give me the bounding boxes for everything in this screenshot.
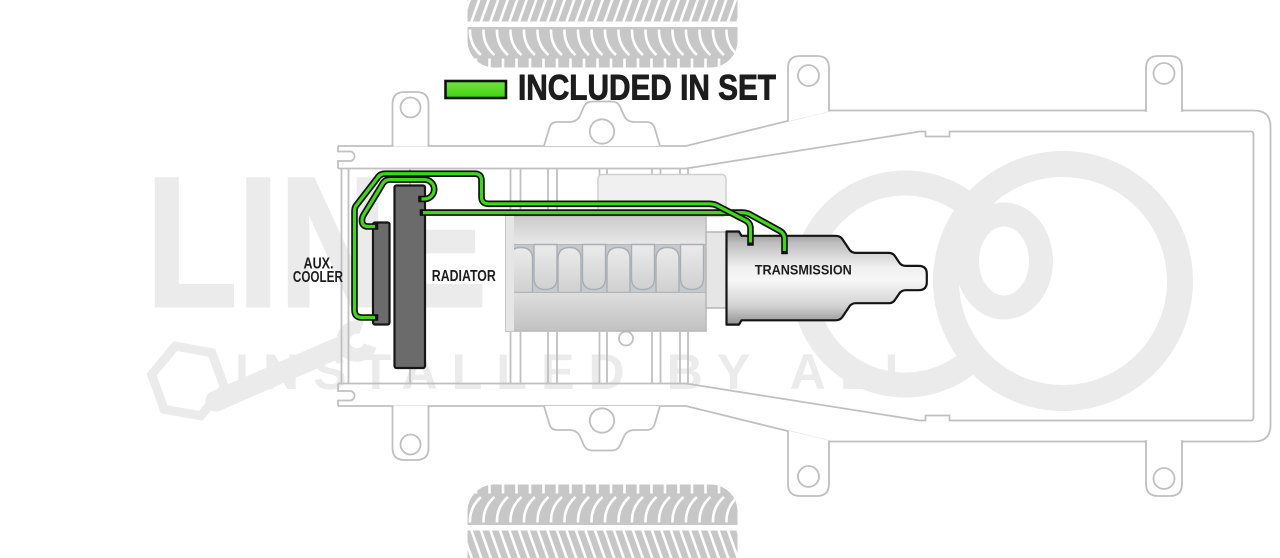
label-aux: AUX. [304,256,334,273]
component-labels: AUX. COOLER RADIATOR TRANSMISSION [293,256,852,286]
front-tire [460,0,771,68]
core-support-panel [426,146,506,211]
transmission-body [725,230,928,326]
engine-front-edge [506,216,514,331]
bellhousing [705,231,728,309]
label-transmission: TRANSMISSION [755,261,852,277]
cooler-lines [351,170,788,321]
legend-swatch [444,79,508,100]
cooler-line-return [419,209,788,255]
engine-bottom-band [505,292,707,332]
wrench-head [336,320,377,362]
label-radiator: RADIATOR [432,268,496,285]
engine-top-band [505,215,707,245]
label-cooler: COOLER [293,269,343,286]
legend: INCLUDED IN SET [444,67,777,108]
engine-cylinders [508,243,705,294]
radiator-bar [393,184,427,370]
wrench-handle [205,336,351,412]
aux-cooler-bar [371,221,391,326]
nut-icon [146,341,230,421]
wrench-icon [146,320,377,421]
cooler-line-aux-to-radiator [358,176,438,230]
cooler-line-feed [351,170,754,321]
transmission [725,230,928,326]
rear-tire [460,485,771,558]
legend-label: INCLUDED IN SET [518,68,776,108]
